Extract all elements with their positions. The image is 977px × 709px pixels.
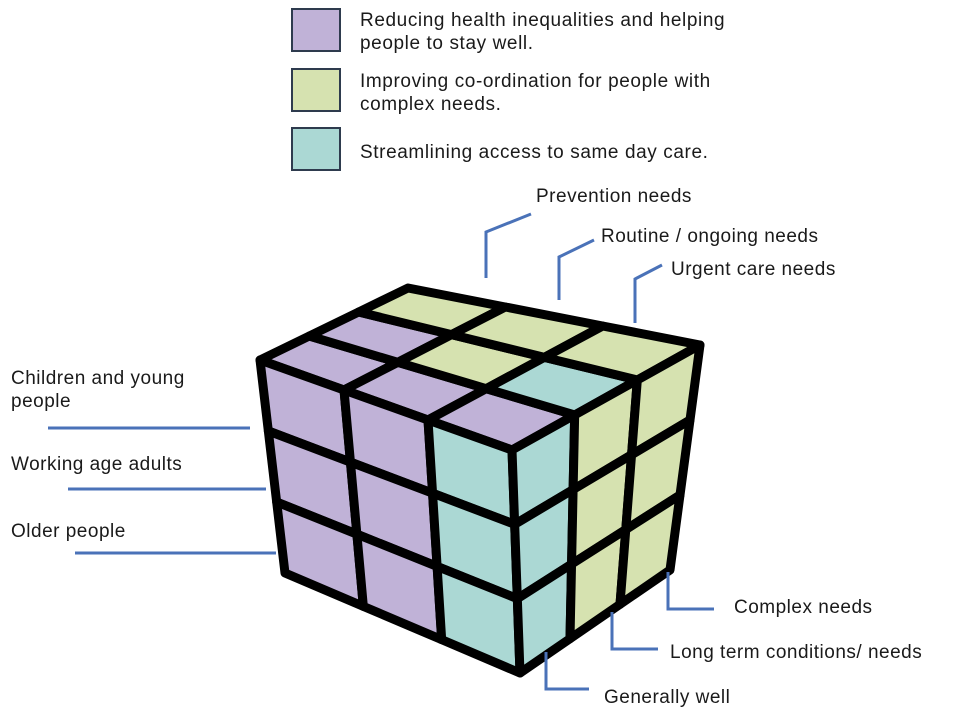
cube: [255, 283, 705, 678]
leader-long-term-conditions: [610, 612, 658, 651]
label-generally-well: Generally well: [604, 687, 731, 708]
label-urgent-care-needs: Urgent care needs: [671, 259, 836, 280]
leader-generally-well: [544, 652, 589, 691]
leader-lines: [48, 212, 714, 691]
label-children-young-people: Children and young people: [11, 368, 185, 412]
leader-routine-needs: [557, 238, 595, 300]
legend-text-coordination: Improving co-ordination for people with …: [360, 71, 711, 115]
leader-urgent-care-needs: [633, 263, 663, 323]
label-complex-needs: Complex needs: [734, 597, 873, 618]
label-routine-ongoing-needs: Routine / ongoing needs: [601, 226, 819, 247]
legend-swatch-teal: [291, 127, 341, 171]
legend-text-inequalities: Reducing health inequalities and helping…: [360, 10, 726, 54]
leader-complex-needs: [666, 572, 714, 611]
legend-swatch-purple: [291, 8, 341, 52]
right-face-tile-r3-c3: [615, 490, 685, 609]
label-older-people: Older people: [11, 521, 126, 542]
legend-swatch-green: [291, 68, 341, 112]
legend-text-same-day-care: Streamlining access to same day care.: [360, 142, 709, 163]
label-working-age-adults: Working age adults: [11, 454, 183, 475]
leader-prevention-needs: [484, 212, 532, 278]
label-long-term-conditions: Long term conditions/ needs: [670, 642, 923, 663]
label-prevention-needs: Prevention needs: [536, 186, 692, 207]
